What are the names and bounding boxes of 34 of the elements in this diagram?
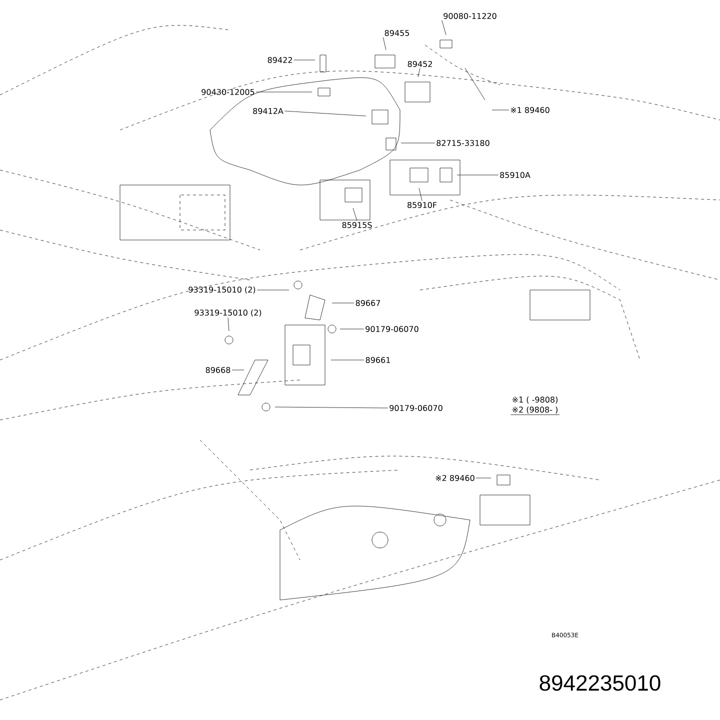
part-number: 89412A	[253, 108, 284, 114]
leader-line	[382, 37, 386, 50]
part-number: 85915S	[342, 222, 372, 228]
leader-line	[456, 174, 499, 176]
part-number: 82715-33180	[436, 140, 490, 146]
part-number: 85910A	[500, 172, 530, 178]
leader-line	[418, 188, 422, 201]
part-number: 89422	[268, 56, 292, 64]
part-number: 89455	[384, 30, 410, 36]
leader-line	[274, 406, 388, 408]
part-number: 89668	[206, 366, 230, 374]
part-number: 93319-15010 (2)	[188, 286, 256, 294]
part-number: 85910F	[408, 202, 437, 208]
part-number: 90179-06070	[390, 404, 442, 412]
part-number: 89452	[408, 60, 432, 68]
part-number: 8942235010	[540, 675, 660, 691]
part-number: 93319-15010 (2)	[194, 309, 262, 317]
part-number: 89661	[366, 356, 390, 364]
part-number: ※2 89460	[436, 474, 474, 482]
legend-note: ※1 ( -9808)	[512, 396, 558, 404]
leader-line	[340, 328, 364, 330]
leader-line	[418, 68, 420, 78]
leader-line	[284, 110, 366, 116]
part-number: ※1 89460	[510, 106, 550, 114]
part-number: 90179-06070	[366, 326, 418, 332]
leader-line	[352, 208, 358, 221]
leader-line	[332, 302, 354, 304]
part-number: 89667	[356, 300, 380, 306]
leader-line	[442, 20, 446, 36]
leader-line	[228, 318, 230, 332]
part-number: 90430-12005	[202, 88, 254, 96]
legend-note: ※2 (9808- )	[512, 406, 558, 414]
part-number: 90080-11220	[444, 12, 496, 20]
leader-line	[400, 142, 436, 144]
